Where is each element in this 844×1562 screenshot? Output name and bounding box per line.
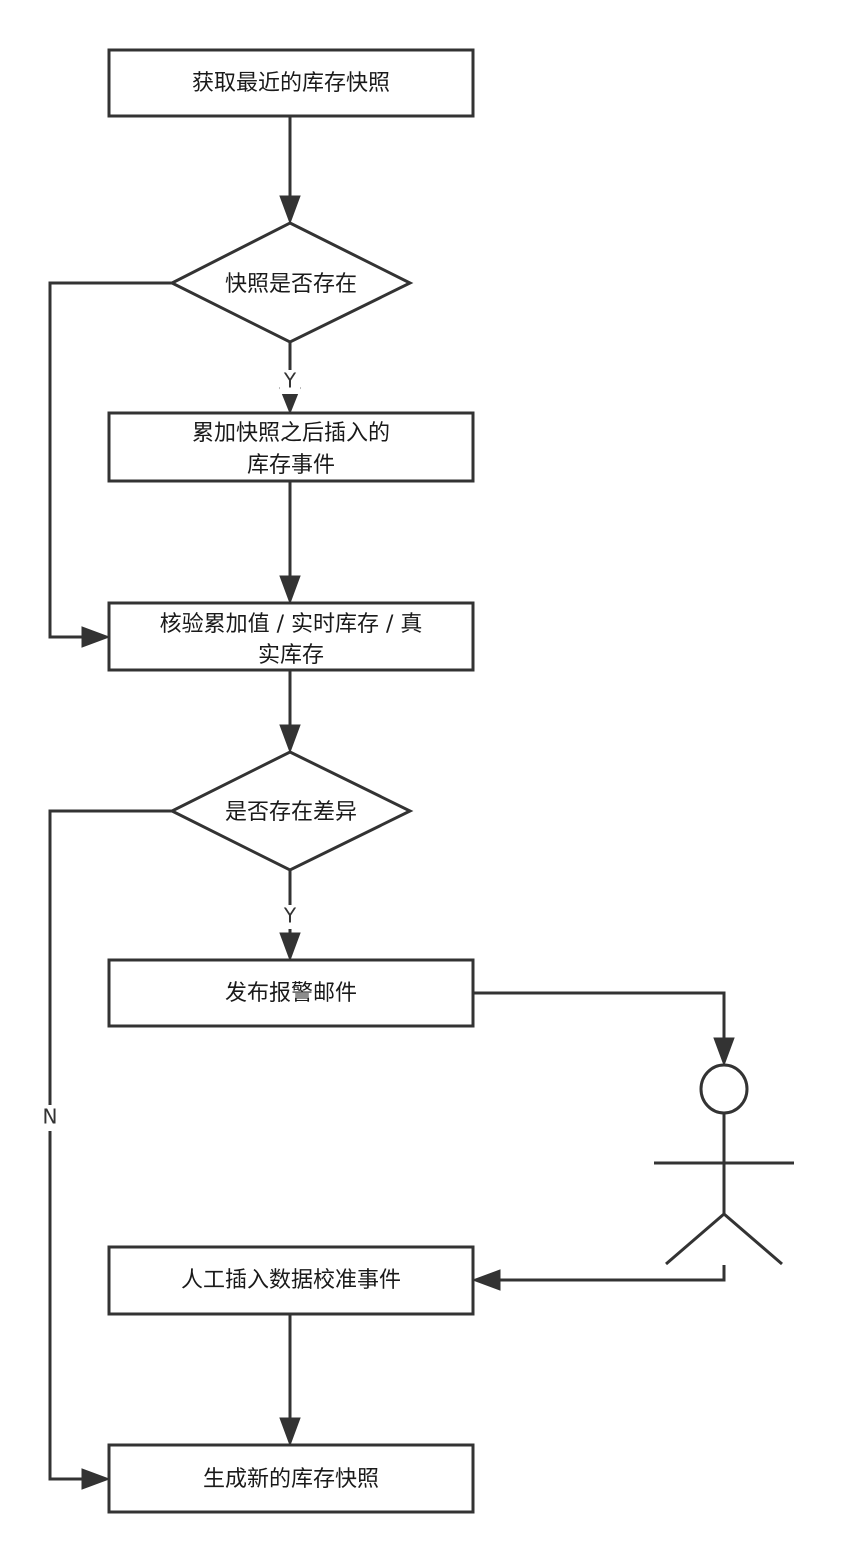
node-verify: 核验累加值 / 实时库存 / 真 实库存 xyxy=(107,601,475,672)
actor-head xyxy=(699,1063,749,1115)
actor-right-leg xyxy=(723,1212,783,1266)
edge-snapshot-exists-to-verify xyxy=(48,281,172,639)
node-send-alert: 发布报警邮件 xyxy=(107,958,475,1028)
node-label-line-2: 实库存 xyxy=(258,643,324,668)
node-has-diff: 是否存在差异 xyxy=(168,750,414,872)
edges xyxy=(48,116,735,1490)
node-label: 是否存在差异 xyxy=(225,800,357,825)
node-label-line-1: 累加快照之后插入的 xyxy=(192,421,390,446)
node-label-line-2: 库存事件 xyxy=(247,453,335,478)
arrow-head-icon xyxy=(279,195,301,225)
edge-send-alert-to-actor xyxy=(473,991,726,1044)
node-label: 快照是否存在 xyxy=(225,272,357,297)
edge-has-diff-to-new-snapshot xyxy=(48,809,172,1481)
actor-person-icon xyxy=(654,1063,794,1266)
node-snapshot-exists: 快照是否存在 xyxy=(168,221,414,344)
edge-actor-to-manual-insert xyxy=(494,1265,726,1282)
arrow-head-icon xyxy=(279,932,301,962)
edge-label-has-diff-yes: Y xyxy=(283,904,297,928)
node-manual-insert: 人工插入数据校准事件 xyxy=(107,1245,475,1316)
node-label: 人工插入数据校准事件 xyxy=(181,1268,401,1293)
arrow-head-icon xyxy=(713,1037,735,1067)
actor-left-leg xyxy=(665,1212,725,1266)
node-label: 获取最近的库存快照 xyxy=(192,71,390,96)
edge-label-snapshot-exists-yes: Y xyxy=(283,369,297,393)
node-label: 发布报警邮件 xyxy=(225,981,357,1006)
edge-labels: Y Y N xyxy=(39,369,300,1131)
node-get-snapshot: 获取最近的库存快照 xyxy=(107,48,475,118)
arrow-head-icon xyxy=(471,1269,501,1291)
node-accumulate: 累加快照之后插入的 库存事件 xyxy=(107,411,475,483)
nodes: 获取最近的库存快照 快照是否存在 累加快照之后插入的 库存事件 核验累加值 / … xyxy=(107,48,794,1514)
arrow-head-icon xyxy=(81,626,111,648)
node-label: 生成新的库存快照 xyxy=(203,1467,379,1492)
node-label-line-1: 核验累加值 / 实时库存 / 真 xyxy=(160,612,423,637)
arrow-head-icon xyxy=(81,1468,111,1490)
arrow-head-icon xyxy=(279,724,301,754)
node-new-snapshot: 生成新的库存快照 xyxy=(107,1443,475,1514)
arrow-head-icon xyxy=(279,575,301,605)
edge-label-has-diff-no: N xyxy=(43,1105,58,1129)
arrow-head-icon xyxy=(279,1417,301,1447)
